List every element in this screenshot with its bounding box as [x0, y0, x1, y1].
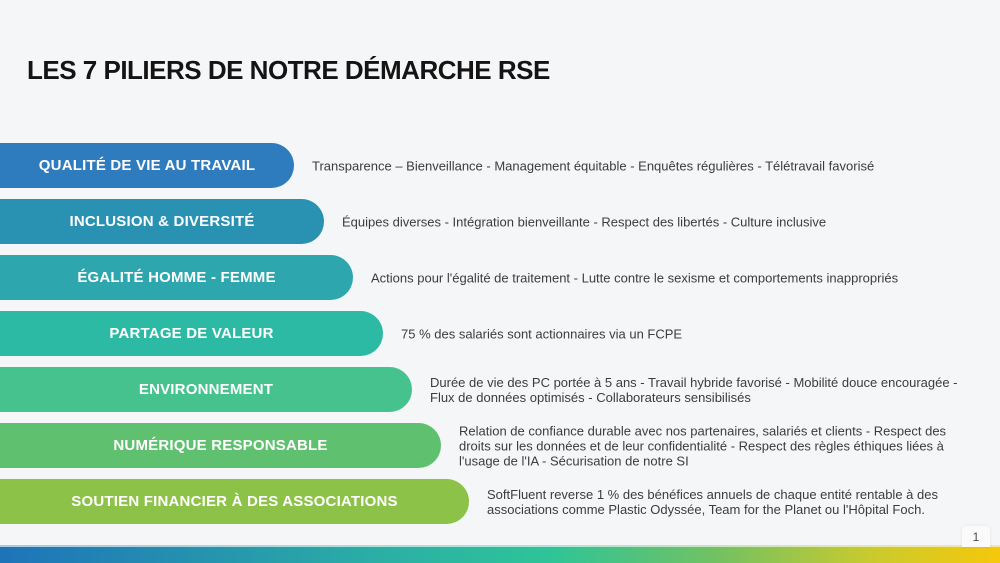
page-number: 1 [962, 526, 990, 547]
pillar-banner-egalite-homme-femme: ÉGALITÉ HOMME - FEMME [0, 255, 353, 300]
pillar-row: QUALITÉ DE VIE AU TRAVAIL Transparence –… [0, 143, 1000, 188]
pillar-label: NUMÉRIQUE RESPONSABLE [113, 437, 328, 454]
pillar-description: Transparence – Bienveillance - Managemen… [312, 157, 875, 173]
footer-gradient-bar [0, 547, 1000, 563]
pillar-label: ENVIRONNEMENT [138, 381, 274, 398]
pillar-description: Équipes diverses - Intégration bienveill… [342, 213, 827, 229]
pillar-description: SoftFluent reverse 1 % des bénéfices ann… [487, 486, 938, 517]
pillar-description: Durée de vie des PC portée à 5 ans - Tra… [430, 374, 958, 405]
pillar-row: ÉGALITÉ HOMME - FEMME Actions pour l'éga… [0, 255, 1000, 300]
pillars-list: QUALITÉ DE VIE AU TRAVAIL Transparence –… [0, 143, 1000, 535]
pillar-row: SOUTIEN FINANCIER À DES ASSOCIATIONS Sof… [0, 479, 1000, 524]
pillar-banner-numerique-responsable: NUMÉRIQUE RESPONSABLE [0, 423, 441, 468]
footer-accent-line [0, 545, 1000, 547]
pillar-description: 75 % des salariés sont actionnaires via … [401, 325, 683, 341]
pillar-row: ENVIRONNEMENT Durée de vie des PC portée… [0, 367, 1000, 412]
pillar-description: Relation de confiance durable avec nos p… [459, 422, 947, 469]
page-title: LES 7 PILIERS DE NOTRE DÉMARCHE RSE [27, 55, 550, 85]
pillar-row: INCLUSION & DIVERSITÉ Équipes diverses -… [0, 199, 1000, 244]
pillar-banner-inclusion-diversite: INCLUSION & DIVERSITÉ [0, 199, 324, 244]
pillar-label: SOUTIEN FINANCIER À DES ASSOCIATIONS [71, 493, 398, 510]
pillar-label: INCLUSION & DIVERSITÉ [69, 213, 255, 230]
pillar-row: PARTAGE DE VALEUR 75 % des salariés sont… [0, 311, 1000, 356]
pillar-label: QUALITÉ DE VIE AU TRAVAIL [38, 157, 256, 174]
pillar-label: PARTAGE DE VALEUR [109, 325, 274, 342]
pillar-label: ÉGALITÉ HOMME - FEMME [77, 269, 276, 286]
pillar-banner-soutien-financier: SOUTIEN FINANCIER À DES ASSOCIATIONS [0, 479, 469, 524]
pillar-banner-partage-de-valeur: PARTAGE DE VALEUR [0, 311, 383, 356]
pillar-banner-environnement: ENVIRONNEMENT [0, 367, 412, 412]
pillar-row: NUMÉRIQUE RESPONSABLE Relation de confia… [0, 423, 1000, 468]
pillar-banner-qualite-de-vie: QUALITÉ DE VIE AU TRAVAIL [0, 143, 294, 188]
pillar-description: Actions pour l'égalité de traitement - L… [371, 269, 899, 285]
